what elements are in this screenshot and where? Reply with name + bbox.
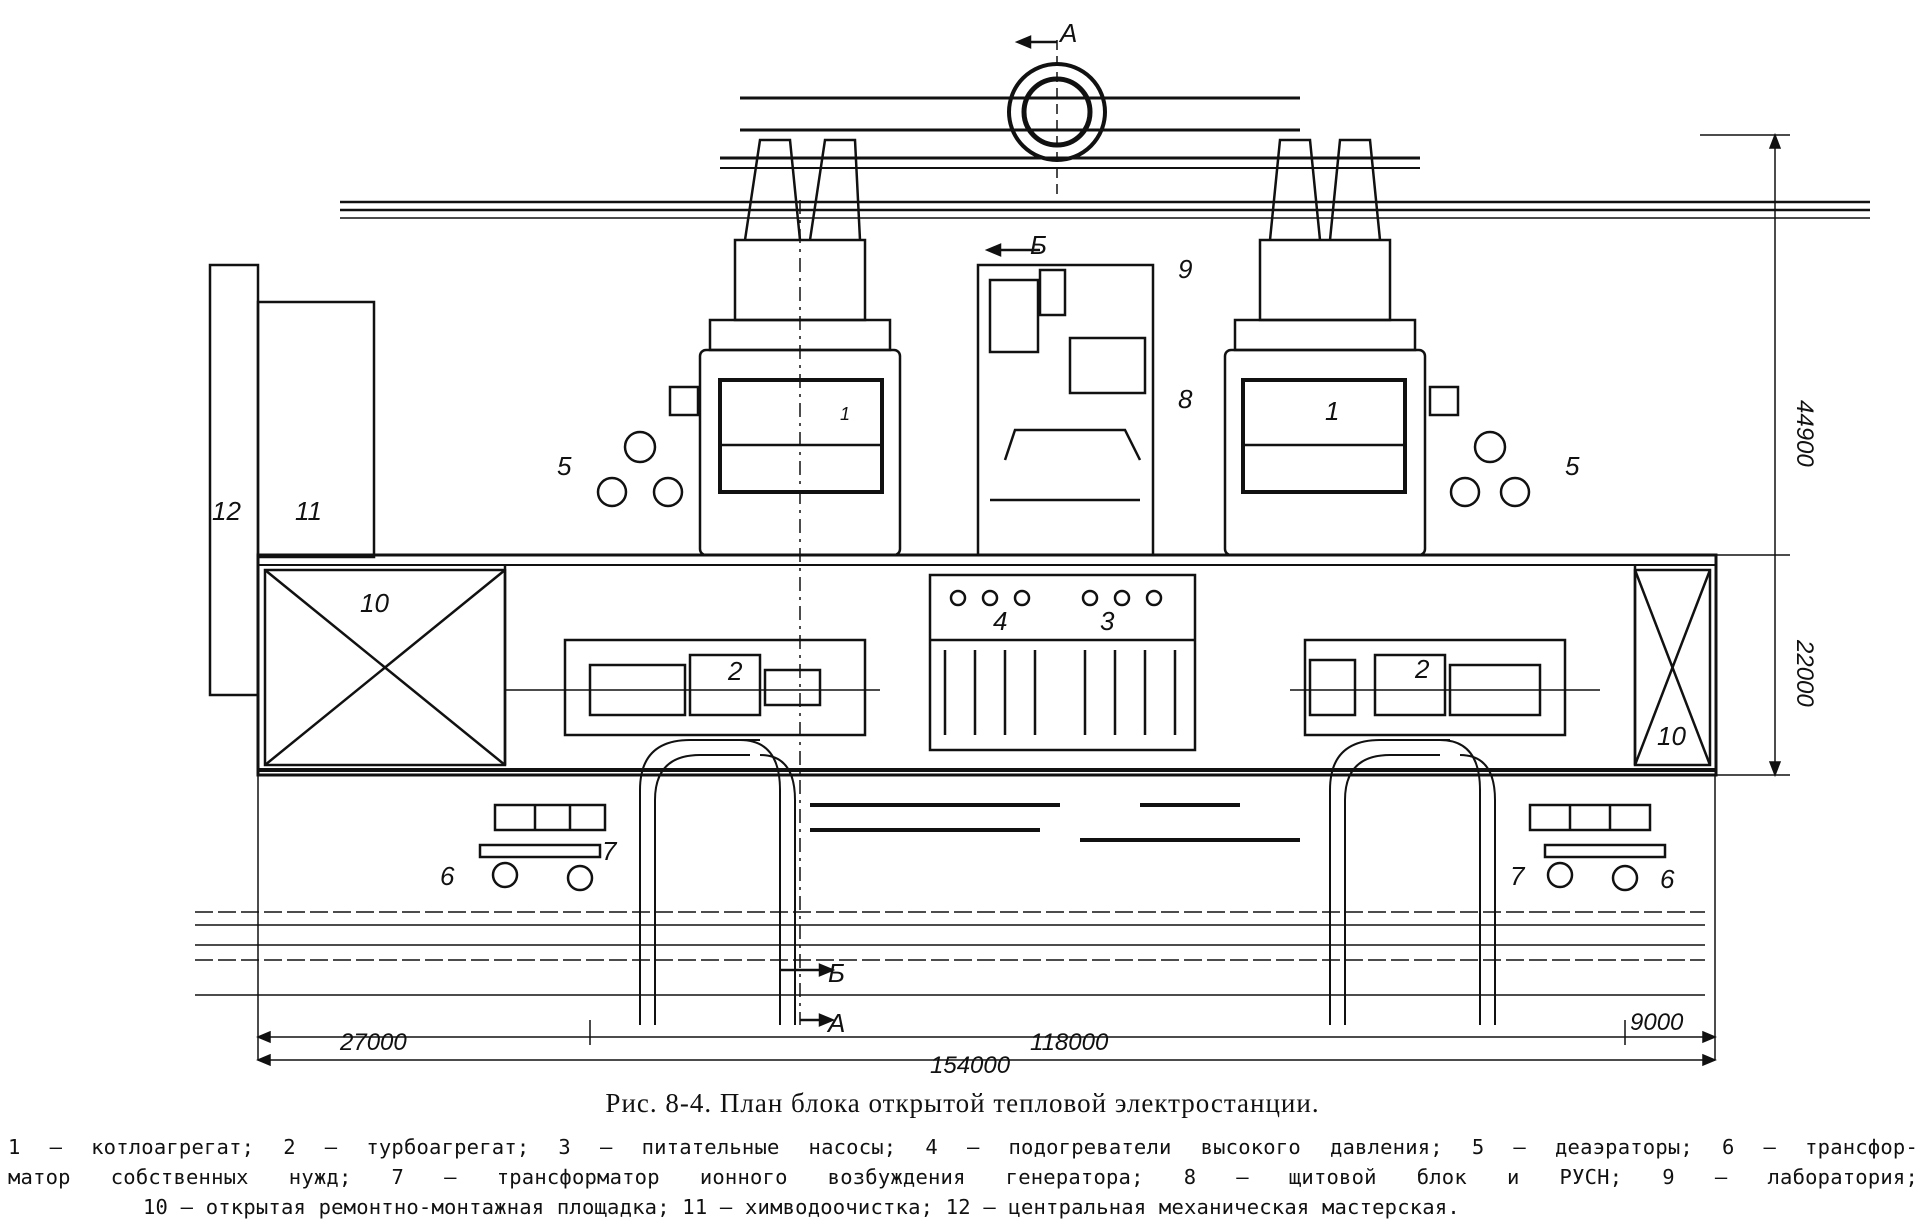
legend-line-2: матор собственных нужд; 7 — трансформато… [8,1165,1918,1189]
section-b-label-top: Б [1030,230,1047,260]
turbine-left [505,638,880,737]
pipeline-bundle [639,739,1496,1025]
boiler-right-number: 1 [1325,396,1339,426]
chimney [1007,40,1107,200]
figure-caption: Рис. 8-4. План блока открытой тепловой э… [605,1088,1320,1118]
turbine-right-number: 2 [1414,654,1430,684]
section-b-label-bottom: Б [828,958,845,988]
control-block-number: 8 [1178,384,1193,414]
pumps-heaters-block [928,573,1197,752]
transformer-exc-right-number: 7 [1510,861,1526,891]
section-a-label-bottom: A [826,1008,845,1038]
boiler-right [1223,138,1460,557]
dimension-height-total: 44900 [1791,400,1818,467]
transformers-right [1528,803,1667,892]
turbine-left-number: 2 [727,656,743,686]
repair-area-left [263,568,507,767]
legend-line-3: 10 — открытая ремонтно-монтажная площадк… [143,1195,1460,1219]
outdoor-tracks [195,775,1716,1060]
turbine-right [1290,638,1600,737]
dimension-height-hall: 22000 [1791,639,1818,707]
figure-legend: 1 — котлоагрегат; 2 — турбоагрегат; 3 — … [8,1132,1918,1222]
power-plant-plan-drawing: A A Б Б 1 1 2 2 3 4 5 5 6 6 7 7 8 9 10 1… [195,18,1870,1079]
section-a-label-top: A [1058,18,1077,48]
pumps-number: 3 [1100,606,1115,636]
workshop-number: 12 [212,496,241,526]
transformers-left [478,803,607,892]
dimension-width-left: 27000 [339,1029,407,1056]
section-line-b [780,243,1040,977]
workshop-building [208,263,260,697]
deaerator-right-number: 5 [1565,451,1580,481]
boiler-left-number: 1 [840,404,850,424]
repair-area-right [1633,568,1712,767]
transformer-exc-left-number: 7 [602,836,618,866]
repair-area-right-number: 10 [1657,721,1686,751]
legend-line-1: 1 — котлоагрегат; 2 — турбоагрегат; 3 — … [8,1135,1918,1159]
control-block [976,263,1155,557]
dimension-width-total: 154000 [930,1052,1011,1079]
deaerators-right [1449,430,1531,508]
dimension-width-middle: 118000 [1030,1029,1109,1056]
repair-area-left-number: 10 [360,588,389,618]
water-treatment-building [256,300,376,559]
boiler-left [668,138,902,557]
transformer-aux-left-number: 6 [440,861,455,891]
section-line-a [799,35,1057,1027]
dimension-width-right: 9000 [1630,1009,1684,1036]
dimension-vertical [1700,132,1790,778]
pipe-rack-upper [340,200,1870,219]
laboratory-number: 9 [1178,254,1192,284]
heaters-number: 4 [993,606,1007,636]
transformer-aux-right-number: 6 [1660,864,1675,894]
deaerator-left-number: 5 [557,451,572,481]
dimension-horizontal [256,1020,1717,1067]
water-treatment-number: 11 [295,496,322,526]
deaerators-left [596,430,684,508]
